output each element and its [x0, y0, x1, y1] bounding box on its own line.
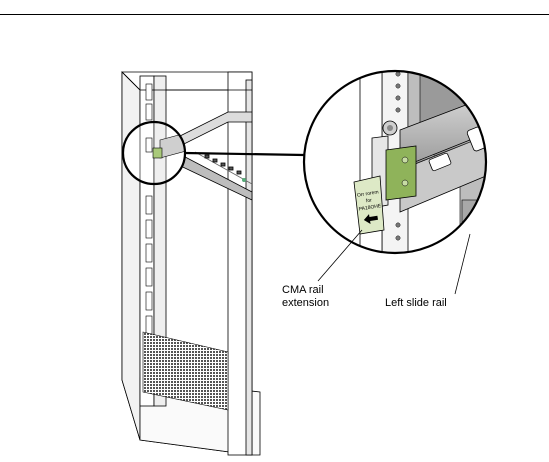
- detail-circle-small: [121, 120, 187, 186]
- leader-line-slide-rail: [454, 233, 471, 295]
- top-rule: [0, 14, 549, 15]
- rack-vent-grille: [142, 331, 229, 411]
- cma-tag-line-1: Orr rorem: [357, 189, 379, 198]
- label-cma-line-2: extension: [282, 297, 330, 309]
- left-arrow-icon: [363, 214, 378, 224]
- cma-tag-line-2: for: [366, 197, 373, 204]
- cma-tag-line-3: PA18OHE: [358, 203, 382, 213]
- cma-tag: Orr rorem for PA18OHE: [357, 189, 382, 224]
- leader-line-cma: [317, 229, 363, 282]
- detail-circle-zoom: [302, 69, 488, 255]
- label-cma-line-1: CMA rail: [282, 284, 324, 296]
- callout-connector-line: [184, 151, 305, 157]
- label-cma-rail-extension: CMA rail extension: [282, 284, 352, 310]
- label-left-slide-rail: Left slide rail: [385, 297, 447, 309]
